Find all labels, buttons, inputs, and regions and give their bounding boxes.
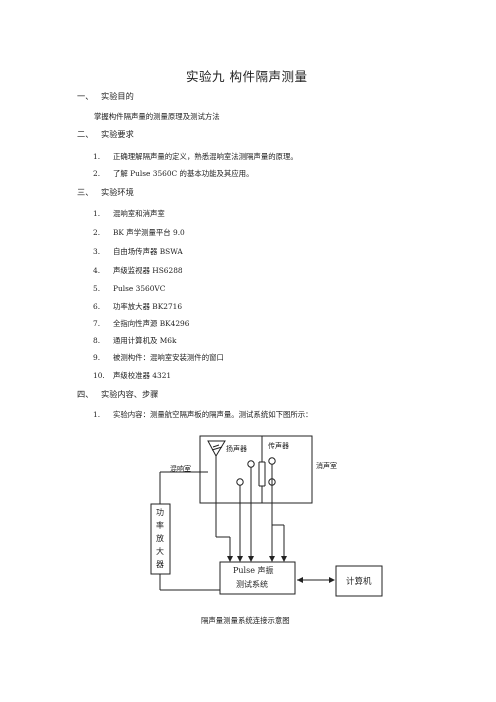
section-title: 实验目的 [101,91,134,101]
speaker-label: 扬声器 [226,445,247,453]
computer-box [335,565,383,597]
list-number: 1. [93,209,101,218]
list-text: 实验内容：测量航空隔声板的隔声量。测试系统如下图所示： [113,410,313,419]
list-text: 通用计算机及 M6k [113,336,177,345]
list-number: 2. [93,169,101,178]
list-text: 正确理解隔声量的定义，熟悉混响室法测隔声量的原理。 [113,152,298,161]
list-item: 2. BK 声学测量平台 9.0 [93,227,185,238]
list-item: 7. 全指向性声源 BK4296 [93,318,189,329]
section-number: 三、 [77,187,94,197]
list-text: 被测构件：混响室安装测件的窗口 [113,353,224,362]
list-number: 6. [93,302,101,311]
list-number: 7. [93,319,101,328]
section-heading-content: 四、实验内容、步骤 [77,388,158,400]
list-number: 4. [93,266,101,275]
list-text: 自由场传声器 BSWA [113,247,183,256]
list-number: 2. [93,228,101,237]
purpose-text: 掌握构件隔声量的测量原理及测试方法 [94,112,220,121]
microphone-icon [247,460,255,468]
list-number: 9. [93,353,101,362]
list-number: 1. [93,152,101,161]
page-title: 实验九 构件隔声测量 [186,69,308,84]
list-item: 6. 功率放大器 BK2716 [93,301,182,312]
pulse-system-box [219,561,296,595]
section-number: 一、 [77,91,94,101]
list-text: Pulse 3560VC [113,284,166,293]
section-heading-requirements: 二、实验要求 [77,128,134,140]
list-number: 1. [93,410,101,419]
list-item: 5. Pulse 3560VC [93,284,165,293]
list-text: 全指向性声源 BK4296 [113,319,190,328]
section-heading-environment: 三、实验环境 [77,186,134,198]
computer-label: 计算机 [346,577,372,587]
section-number: 二、 [77,129,94,139]
list-number: 8. [93,336,101,345]
pulse-label-line2: 测试系统 [236,580,268,589]
list-item: 10. 声级校准器 4321 [93,370,171,381]
section-title: 实验内容、步骤 [101,389,159,399]
section-number: 四、 [77,389,94,399]
speaker-icon [207,440,226,458]
list-item: 4. 声级监视器 HS6288 [93,265,183,276]
list-text: 声级校准器 4321 [113,371,172,380]
list-item: 2. 了解 Pulse 3560C 的基本功能及其应用。 [93,168,253,179]
list-item: 1. 正确理解隔声量的定义，熟悉混响室法测隔声量的原理。 [93,151,298,162]
list-item: 8. 通用计算机及 M6k [93,335,176,346]
section-heading-purpose: 一、实验目的 [77,90,134,102]
microphone-label: 传声器 [268,442,289,450]
section-title: 实验环境 [101,187,134,197]
list-item: 1. 实验内容：测量航空隔声板的隔声量。测试系统如下图所示： [93,409,313,420]
list-number: 10. [93,371,105,380]
reverb-room-label: 混响室 [170,465,191,473]
list-item: 9. 被测构件：混响室安装测件的窗口 [93,352,224,363]
amplifier-label: 功率放大器 [156,508,164,569]
list-item: 1. 混响室和消声室 [93,208,165,219]
list-number: 3. [93,247,101,256]
list-text: BK 声学测量平台 9.0 [113,228,185,237]
list-item: 3. 自由场传声器 BSWA [93,246,183,257]
figure-caption: 隔声量测量系统连接示意图 [201,616,290,625]
section-title: 实验要求 [101,129,134,139]
microphone-icon [236,478,244,486]
microphone-icon [268,457,276,465]
pulse-label-line1: Pulse 声振 [233,566,274,575]
anechoic-room-label: 消声室 [316,462,337,470]
list-text: 混响室和消声室 [113,209,165,218]
list-text: 了解 Pulse 3560C 的基本功能及其应用。 [113,169,254,178]
list-number: 5. [93,284,101,293]
list-text: 功率放大器 BK2716 [113,302,183,311]
list-text: 声级监视器 HS6288 [113,266,183,275]
